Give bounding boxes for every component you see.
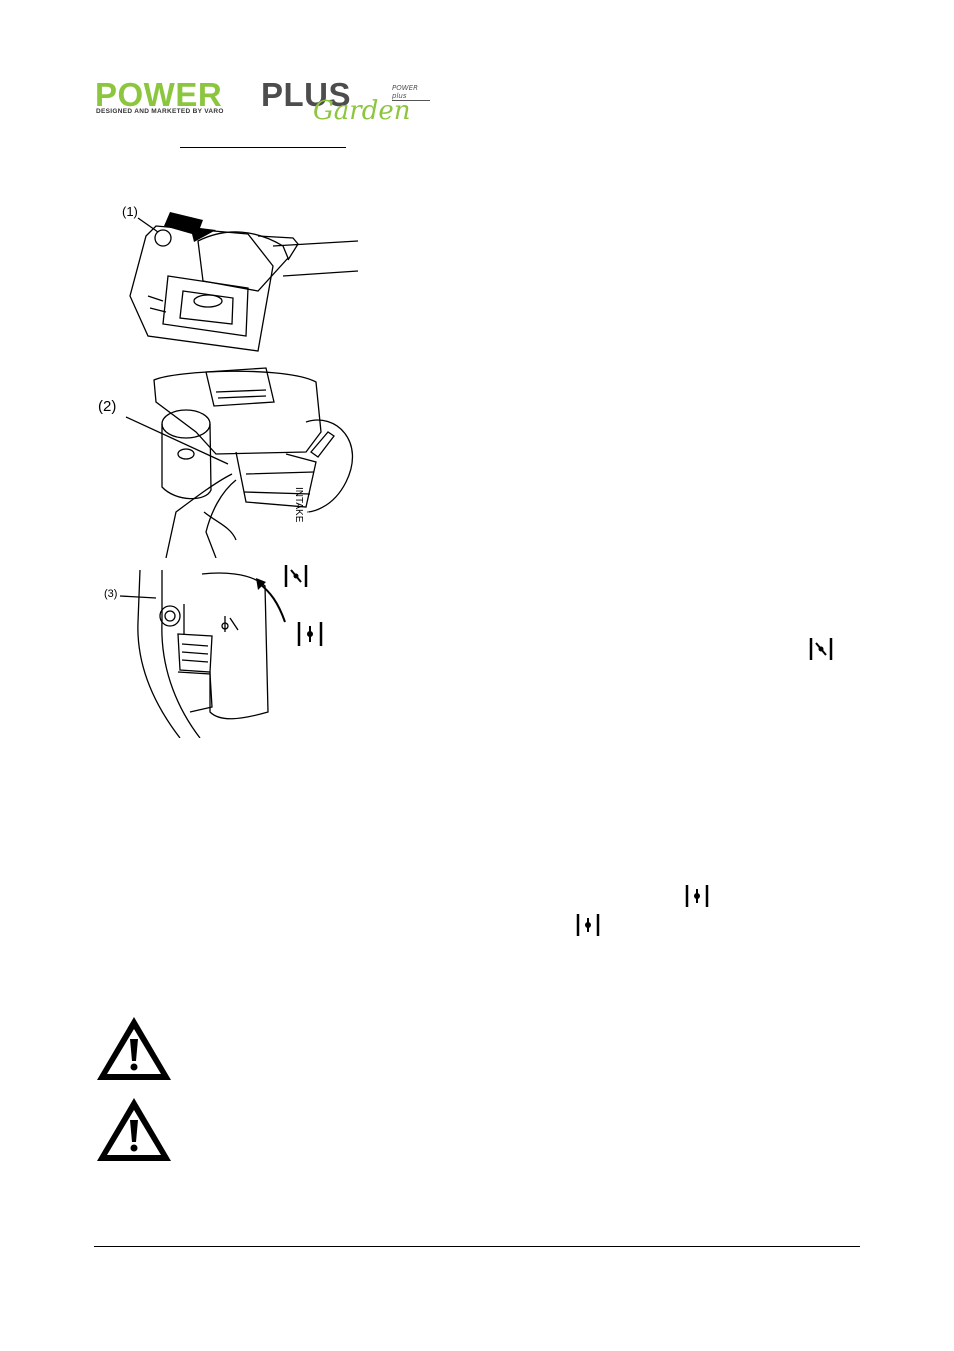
figure-choke-lever: (3)	[100, 562, 330, 739]
intake-label: INTAKE	[293, 487, 304, 523]
logo-subbrand: Garden	[313, 96, 411, 126]
figure-label-2: (2)	[98, 398, 117, 415]
logo-word-power: POWER	[95, 76, 223, 113]
press-arrow-icon	[164, 212, 216, 242]
choke-open-icon	[685, 885, 709, 907]
primer-bulb-illustration	[129, 212, 359, 352]
logo-tagline: DESIGNED AND MARKETED BY VARO	[96, 108, 224, 115]
warning-triangle-icon	[97, 1017, 171, 1080]
warning-triangle-icon	[97, 1098, 171, 1161]
footer-rule	[94, 1246, 860, 1247]
figure-primer-bulb: (1)	[108, 196, 359, 356]
choke-open-icon	[297, 622, 323, 646]
choke-lever-illustration	[119, 569, 286, 739]
logo-mark: POWER plus	[392, 84, 430, 101]
logo-word-plus: PLUS	[261, 76, 352, 113]
figure-engine: (2) INTAKE	[96, 362, 366, 559]
brand-logo: POWER PLUS DESIGNED AND MARKETED BY VARO…	[95, 76, 430, 126]
choke-closed-icon	[809, 638, 833, 660]
heading-underline	[180, 147, 346, 148]
choke-open-icon	[576, 914, 600, 936]
figure-label-3: (3)	[104, 588, 118, 600]
engine-illustration: INTAKE	[125, 367, 353, 559]
figure-label-1: (1)	[122, 204, 138, 219]
choke-closed-icon	[284, 565, 308, 587]
